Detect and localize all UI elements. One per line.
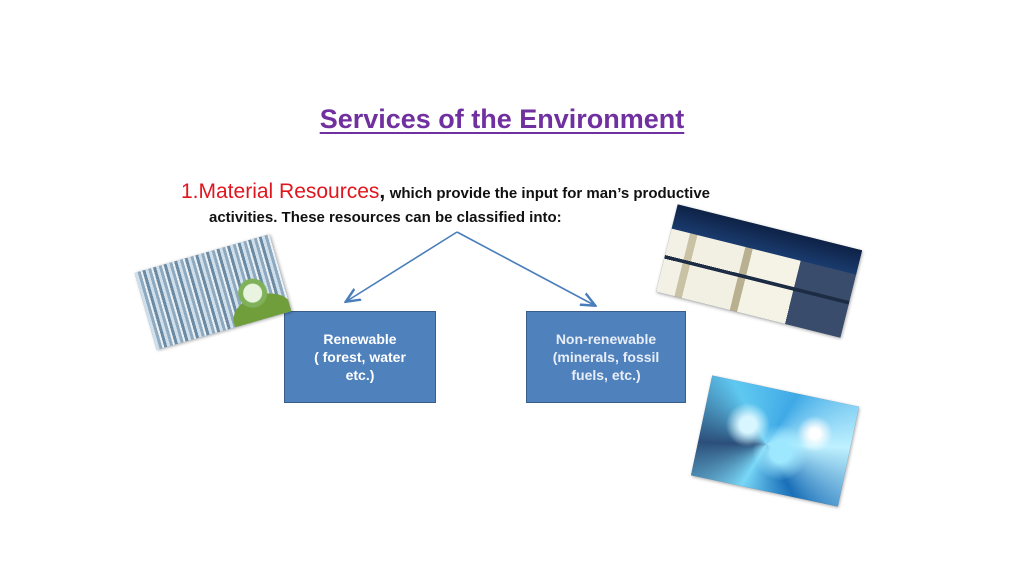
non-renewable-box: Non-renewable (minerals, fossil fuels, e… — [526, 311, 686, 403]
non-renewable-examples-line2: fuels, etc.) — [553, 366, 660, 384]
blue-mineral-crystals-photo — [691, 376, 859, 507]
slide-title: Services of the Environment — [0, 104, 1004, 135]
point-comma: , — [379, 180, 385, 203]
waterfall-photo — [135, 234, 292, 349]
point-text-line1: which provide the input for man’s produc… — [390, 185, 710, 202]
renewable-box: Renewable ( forest, water etc.) — [284, 311, 436, 403]
arrow-to-non-renewable — [457, 232, 594, 305]
renewable-label: Renewable — [314, 330, 406, 348]
point-heading: 1.Material Resources — [181, 180, 379, 203]
non-renewable-label: Non-renewable — [553, 330, 660, 348]
non-renewable-examples-line1: (minerals, fossil — [553, 348, 660, 366]
renewable-examples-line2: etc.) — [314, 366, 406, 384]
arrow-to-renewable — [347, 232, 457, 301]
renewable-examples-line1: ( forest, water — [314, 348, 406, 366]
bullet-point: 1.Material Resources, which provide the … — [181, 178, 861, 229]
